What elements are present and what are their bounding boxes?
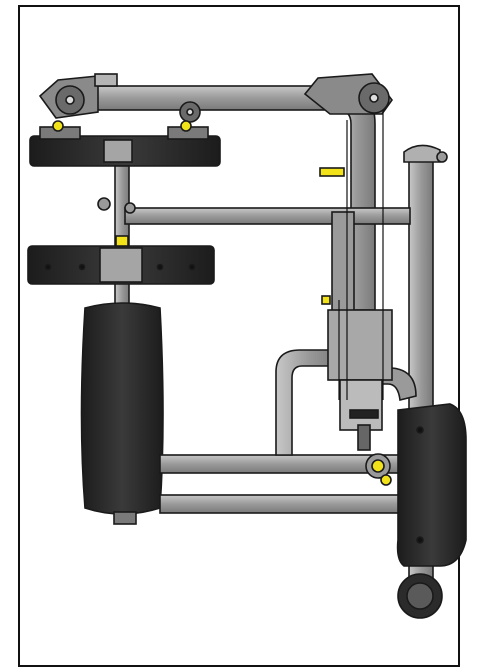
cables [338, 110, 384, 400]
foot-pad [396, 403, 467, 567]
yellow-knob [321, 295, 331, 305]
mid-pulley [179, 101, 201, 123]
yellow-pin [319, 167, 345, 177]
back-pad [80, 302, 164, 525]
upper-roller-pads [29, 120, 221, 167]
lower-roller-pads [27, 235, 215, 285]
weight-stack [327, 211, 393, 451]
top-left-pulley [55, 85, 85, 115]
top-right-pulley [358, 82, 390, 114]
lower-pivot [365, 453, 392, 486]
wheel [397, 573, 443, 619]
